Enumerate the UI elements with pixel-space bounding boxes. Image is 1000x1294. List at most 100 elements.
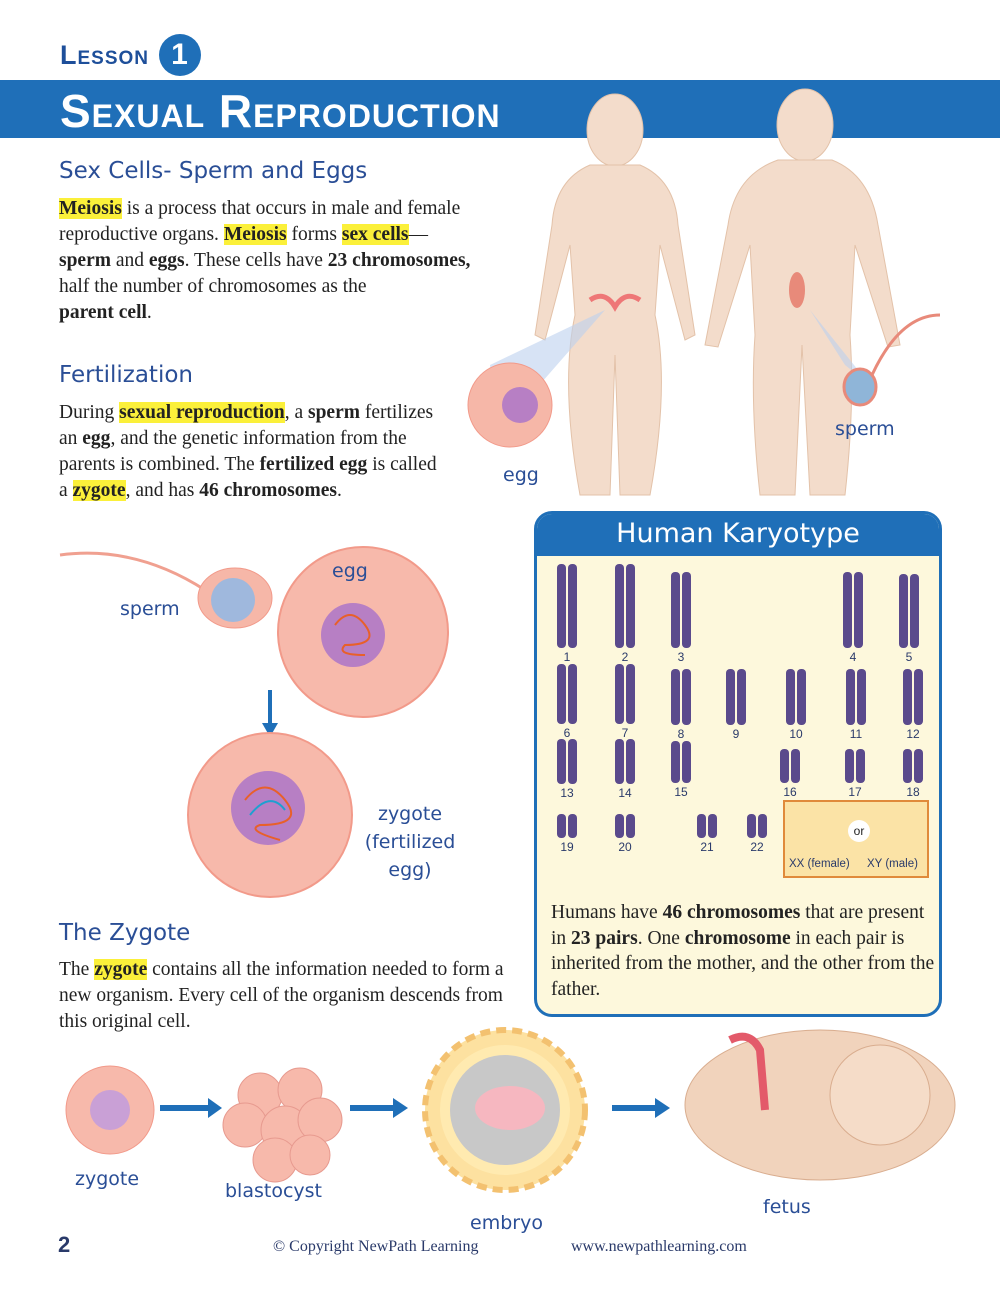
chromosome — [615, 664, 624, 724]
term: zygote — [94, 959, 148, 980]
chromosome — [568, 739, 577, 784]
chromosome — [903, 669, 912, 725]
chromosome — [857, 669, 866, 725]
term: chromosome — [684, 927, 791, 949]
development-sequence-illustration — [65, 1027, 956, 1193]
chromosome — [615, 814, 624, 838]
chromosome — [615, 564, 624, 648]
chromosome-label: 3 — [677, 650, 685, 664]
sex-chromosomes-box: or XX (female) XY (male) — [783, 800, 929, 878]
term: fertilized egg — [259, 454, 368, 475]
term: egg — [82, 428, 111, 449]
website-link[interactable]: www.newpathlearning.com — [571, 1238, 747, 1255]
chromosome-label: 5 — [905, 650, 913, 664]
text: During — [59, 402, 120, 423]
chromosome-label: 11 — [849, 727, 863, 741]
chromosome — [914, 669, 923, 725]
text: fertilizes an — [59, 402, 434, 449]
text: . One — [637, 927, 685, 949]
label-fetus: fetus — [763, 1196, 811, 1218]
chromosome — [697, 814, 706, 838]
paragraph-zygote: The zygote contains all the information … — [59, 957, 509, 1035]
lesson-label: Lesson 1 — [60, 34, 202, 76]
text: half the number of chromosomes as the — [59, 276, 367, 297]
chromosome — [557, 664, 566, 724]
chromosome — [914, 749, 923, 783]
term: Meiosis — [223, 224, 287, 245]
label-sperm: sperm — [835, 418, 895, 440]
chromosome — [626, 664, 635, 724]
chromosome-label: 18 — [906, 785, 920, 799]
text: , and the genetic information from the p… — [59, 428, 407, 475]
paragraph-meiosis: Meiosis is a process that occurs in male… — [59, 196, 549, 326]
heading-sex-cells: Sex Cells- Sperm and Eggs — [59, 158, 368, 184]
text: and — [111, 250, 149, 271]
chromosome — [568, 564, 577, 648]
chromosome — [671, 572, 680, 648]
text: , and has — [125, 480, 200, 501]
chromosome-label: 1 — [563, 650, 571, 664]
chromosome — [786, 669, 795, 725]
text: forms — [286, 224, 342, 245]
label-egg: egg — [503, 464, 539, 486]
chromosome-label: 13 — [560, 786, 574, 800]
chromosome — [626, 814, 635, 838]
chromosome — [737, 669, 746, 725]
text: , a — [284, 402, 308, 423]
chromosome — [910, 574, 919, 648]
chromosome — [899, 574, 908, 648]
text: that are present in — [551, 902, 925, 949]
text: contains all the information needed to f… — [59, 959, 504, 1032]
title-banner: Sexual Reproduction — [0, 80, 1000, 138]
chromosome-label: 14 — [618, 786, 632, 800]
chromosome — [780, 749, 789, 783]
chromosome-label: 16 — [783, 785, 797, 799]
lesson-text: Lesson — [60, 39, 150, 70]
term: eggs — [148, 250, 185, 271]
chromosome — [843, 572, 852, 648]
chromosome-label: 20 — [618, 840, 632, 854]
text: — — [408, 224, 429, 245]
label-embryo: embryo — [470, 1212, 543, 1234]
text: Humans have — [551, 902, 663, 923]
chromosome-label: 19 — [560, 840, 574, 854]
xx-label: XX (female) — [789, 858, 850, 870]
text: is called a — [59, 454, 437, 501]
chromosome — [845, 749, 854, 783]
chromosome-label: 22 — [750, 840, 764, 854]
term: sperm — [59, 250, 111, 271]
text: is a process that occurs in male and fem… — [59, 198, 461, 245]
chromosome — [671, 741, 680, 783]
chromosome — [671, 669, 680, 725]
chromosome-label: 17 — [848, 785, 862, 799]
or-label: or — [848, 820, 870, 842]
chromosome — [846, 669, 855, 725]
chromosome-label: 10 — [789, 727, 803, 741]
text: The — [59, 959, 95, 980]
chromosome — [854, 572, 863, 648]
chromosome — [626, 564, 635, 648]
page-number: 2 — [58, 1232, 71, 1257]
heading-fertilization: Fertilization — [59, 362, 193, 388]
copyright: © Copyright NewPath Learning — [273, 1238, 479, 1255]
label-zygote: zygote — [75, 1168, 140, 1190]
chromosome — [856, 749, 865, 783]
lesson-number: 1 — [159, 34, 202, 76]
chromosome — [682, 669, 691, 725]
term: sperm — [308, 402, 360, 423]
chromosome — [797, 669, 806, 725]
term: zygote — [72, 480, 126, 501]
chromosome — [682, 741, 691, 783]
chromosome-label: 9 — [732, 727, 740, 741]
chromosome — [557, 564, 566, 648]
term: sex cells — [341, 224, 409, 245]
chromosome — [791, 749, 800, 783]
text: . — [337, 480, 342, 501]
paragraph-fertilization: During sexual reproduction, a sperm fert… — [59, 400, 439, 504]
term: 46 chromosomes — [662, 902, 801, 923]
chromosome — [758, 814, 767, 838]
chromosome-label: 15 — [674, 785, 688, 799]
label-zygote-fertilized: zygote (fertilized egg) — [364, 803, 456, 881]
text: . These cells have — [184, 250, 328, 271]
text: in each pair is inherited from the mothe… — [551, 927, 935, 1000]
